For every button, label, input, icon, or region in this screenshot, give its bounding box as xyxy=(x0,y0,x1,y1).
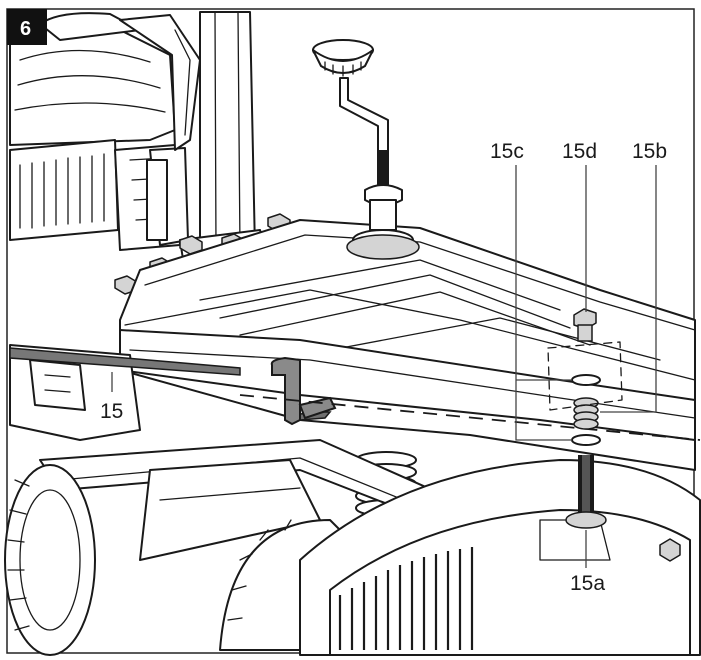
engine-block xyxy=(9,12,201,251)
bolt-15a xyxy=(565,511,607,529)
nut-15d xyxy=(573,308,597,330)
adjustment-knob xyxy=(312,39,389,190)
label-15: 15 xyxy=(100,400,123,423)
figure-number-badge xyxy=(7,9,47,45)
label-15c: 15c xyxy=(490,140,524,163)
washer-15c xyxy=(571,374,601,386)
left-bracket xyxy=(9,344,141,441)
label-15d: 15d xyxy=(562,140,597,163)
leader-15c xyxy=(515,165,572,441)
label-15b: 15b xyxy=(632,140,667,163)
adjustment-rod xyxy=(9,347,337,426)
leader-15b xyxy=(600,165,657,413)
label-15a: 15a xyxy=(570,572,605,595)
main-housing xyxy=(119,219,696,471)
brush-drum xyxy=(299,459,701,656)
left-wheel xyxy=(4,464,96,656)
dashed-centerline xyxy=(239,394,701,441)
hidden-bracket-outline xyxy=(547,341,623,411)
figure-number: 6 xyxy=(20,18,31,40)
filler-neck xyxy=(346,184,420,260)
